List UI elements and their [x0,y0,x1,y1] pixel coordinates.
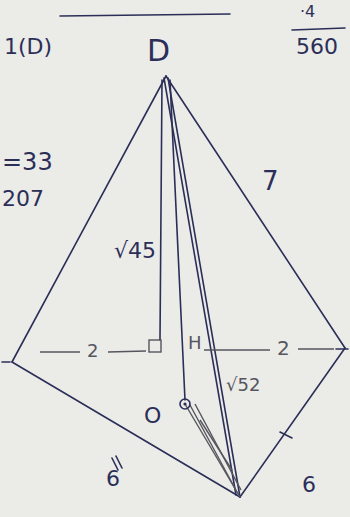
hatch [200,420,232,470]
point-label: O [144,405,161,427]
edge-left [12,76,166,362]
edge-bottom-right [240,348,345,497]
edge-bottom-left [12,362,240,497]
tick [2,361,10,363]
midline [40,351,80,352]
edge-right [166,76,345,348]
vertex-label: D [147,36,170,66]
note: 560 [296,36,338,58]
height-line [170,80,185,400]
tick [116,456,122,468]
slant-height [160,80,162,340]
right-angle-mark [149,340,161,352]
note: =33 [2,150,53,174]
length-label: 2 [87,342,98,360]
length-label: 2 [277,338,290,358]
note: 207 [2,188,44,210]
edge-front [168,78,240,497]
midline [204,349,270,350]
fraction-bar [292,28,345,30]
center-dot [183,402,186,405]
hatch [190,405,238,494]
length-label: 6 [302,474,316,496]
hatch [195,404,241,490]
hatch [185,404,240,497]
overline [60,14,230,16]
midline [108,351,146,352]
length-label: 7 [262,168,279,194]
edge-front-double [164,78,236,495]
length-label: √52 [226,376,260,394]
length-label: 6 [106,468,120,490]
point-label: H [188,334,202,352]
problem-number: 1(D) [4,36,52,58]
note: ·4 [300,4,315,20]
tick [280,432,292,438]
length-label: √45 [114,240,156,262]
midline [298,348,334,349]
tick [336,348,348,350]
center-point [180,399,190,409]
